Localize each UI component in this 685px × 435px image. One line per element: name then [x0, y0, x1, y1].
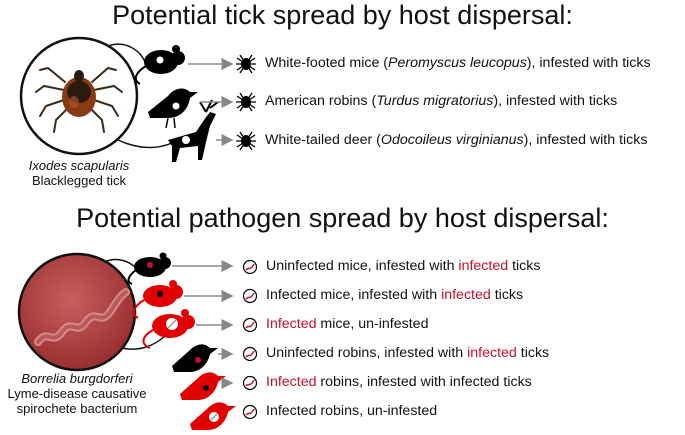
bacterium-description-1: Lyme-disease causative [7, 386, 147, 401]
row-text: ), infested with ticks [526, 55, 651, 71]
row-highlight: infected [467, 345, 517, 361]
row-text: ticks [508, 258, 541, 274]
pathogen-row-4: Uninfected robins, infested with infecte… [266, 345, 549, 361]
row-text: ), infested with ticks [493, 93, 618, 109]
row-text: White-tailed deer ( [265, 132, 381, 148]
host-row-deer: White-tailed deer (Odocoileus virginianu… [265, 132, 647, 148]
bacterium-caption: Borrelia burgdorferi Lyme-disease causat… [2, 371, 152, 416]
host-row-mice: White-footed mice (Peromyscus leucopus),… [265, 55, 651, 71]
bacterium-circle [17, 252, 137, 372]
row-highlight: infected [458, 258, 509, 274]
tick-icon [236, 54, 256, 74]
row-highlight: infected [441, 287, 491, 303]
mouse-silhouette [134, 45, 185, 85]
row-text: mice, un-infested [316, 316, 429, 332]
row-sci-name: Peromyscus leucopus [388, 55, 527, 71]
uninfected-robin-icon [172, 344, 218, 372]
row-text: Infected mice, infested with [266, 287, 442, 303]
robin-silhouette [148, 88, 198, 129]
row-text: Uninfected robins, infested with [266, 345, 468, 361]
bacterium-description-2: spirochete bacterium [16, 401, 138, 416]
spirochete-icon [242, 404, 258, 420]
tick-common-name: Blacklegged tick [32, 173, 126, 188]
row-text: ticks [490, 287, 524, 303]
pathogen-row-1: Uninfected mice, infested with infected … [266, 258, 540, 274]
row-text: Uninfected mice, infested with [266, 258, 459, 274]
spirochete-icon [242, 375, 258, 391]
spirochete-icon [242, 317, 258, 333]
row-text: robins, infested with infected ticks [316, 374, 532, 390]
row-highlight: Infected [266, 316, 317, 332]
infected-mouse-icon [142, 309, 195, 349]
pathogen-row-2: Infected mice, infested with infected ti… [266, 287, 523, 303]
pathogen-row-5: Infected robins, infested with infected … [266, 374, 532, 390]
pathogen-row-3: Infected mice, un-infested [266, 316, 428, 332]
pathogen-spread-title: Potential pathogen spread by host disper… [76, 203, 609, 233]
row-text: American robins ( [265, 93, 377, 109]
pathogen-row-6: Infected robins, un-infested [266, 403, 437, 419]
row-text: ticks [516, 345, 550, 361]
row-text: White-footed mice ( [265, 55, 388, 71]
spirochete-icon [242, 288, 258, 304]
connector-line [107, 43, 146, 63]
tick-icon [236, 131, 256, 151]
host-row-robins: American robins (Turdus migratorius), in… [265, 93, 617, 109]
tick-spread-title: Potential tick spread by host dispersal: [112, 0, 573, 30]
infected-robin-icon [190, 402, 236, 430]
row-text: Infected robins, un-infested [266, 403, 438, 419]
tick-icon [236, 92, 256, 112]
row-sci-name: Turdus migratorius [376, 93, 494, 109]
tick-photo [35, 66, 123, 133]
row-sci-name: Odocoileus virginianus [380, 132, 524, 148]
row-highlight: Infected [266, 374, 317, 390]
bacterium-scientific-name: Borrelia burgdorferi [21, 371, 133, 386]
tick-scientific-name: Ixodes scapularis [28, 158, 130, 173]
infected-robin-icon [180, 372, 226, 400]
infected-mouse-icon [132, 280, 183, 319]
spirochete-icon [242, 346, 258, 362]
tick-caption: Ixodes scapularis Blacklegged tick [19, 158, 139, 188]
row-text: ), infested with ticks [523, 132, 648, 148]
spirochete-icon [242, 259, 258, 275]
uninfected-mouse-icon [127, 252, 171, 285]
